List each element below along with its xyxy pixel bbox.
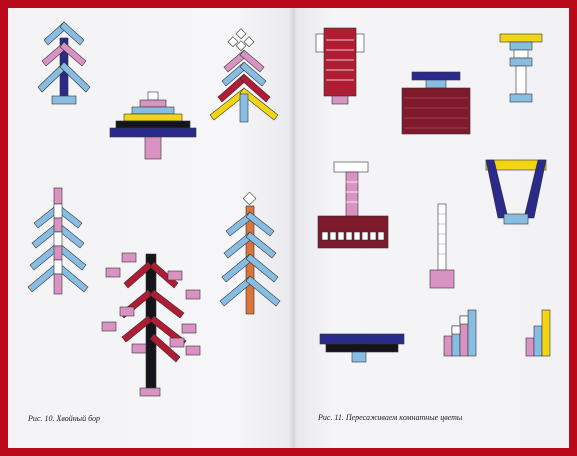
flower-pink-stem <box>318 162 388 248</box>
tree-pyramid <box>110 92 196 159</box>
figure-title-right: Пересаживаем комнатные цветы <box>346 413 462 422</box>
flower-red-block <box>316 28 364 104</box>
illustrations <box>8 8 569 448</box>
flower-steps-one <box>444 310 476 356</box>
flower-flat-dish <box>320 334 404 362</box>
figure-title-left: Хвойный бор <box>56 414 100 423</box>
tree-red-branches <box>102 253 200 396</box>
flower-navy-pot <box>486 160 546 224</box>
tree-orange-trunk <box>220 192 280 314</box>
figure-caption-right: Рис. 11. Пересаживаем комнатные цветы <box>318 413 462 422</box>
flower-steps-two <box>526 310 550 356</box>
figure-number-right: Рис. 11. <box>318 413 344 422</box>
figure-caption-left: Рис. 10. Хвойный бор <box>28 414 100 423</box>
book-spread: Рис. 10. Хвойный бор Рис. 11. Пересажива… <box>8 8 569 448</box>
tree-blue-pink-trunk <box>28 188 88 294</box>
flower-yellow-pot <box>500 34 542 102</box>
tree-pink-blue <box>38 22 90 104</box>
figure-number-left: Рис. 10. <box>28 414 54 423</box>
tree-colorful <box>210 29 278 122</box>
flower-white-column <box>430 204 454 288</box>
flower-maroon-block <box>402 72 470 134</box>
